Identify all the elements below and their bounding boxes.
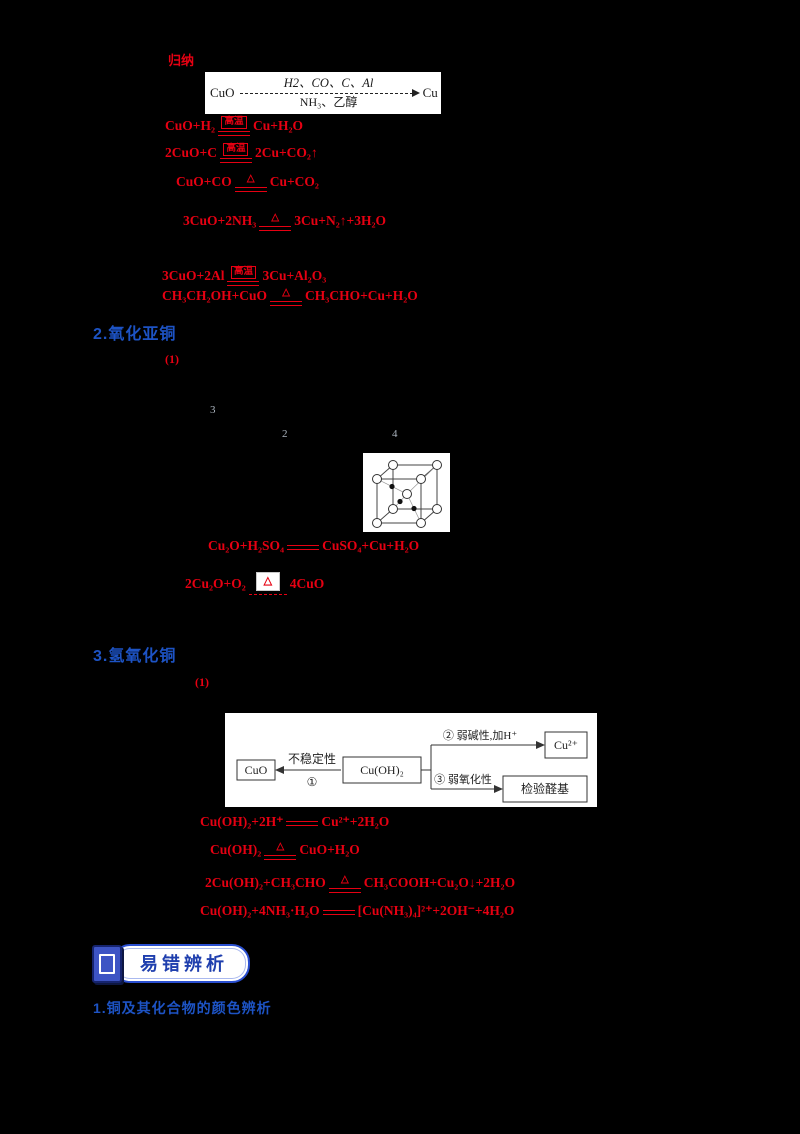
reaction-condition: △ xyxy=(328,874,361,893)
reaction-condition xyxy=(286,819,319,826)
equals-line xyxy=(234,186,267,192)
chemical-equation: Cu(OH)₂ △ CuO+H₂O xyxy=(210,841,360,860)
section-heading-cu2o: 2.氧化亚铜 xyxy=(93,326,177,343)
flowchart-number-1: ① xyxy=(307,775,318,789)
reaction-condition: △ xyxy=(248,572,287,597)
equals-line xyxy=(287,544,320,550)
equation-lhs: 3CuO+2NH₃ xyxy=(183,213,257,229)
flowchart-label-instability: 不稳定性 xyxy=(288,751,336,766)
flowchart-drawing: CuO Cu(OH)₂ Cu²⁺ 检验醛基 不稳定性 ① ② 弱碱性,加H⁺ ③… xyxy=(236,728,588,803)
equation-rhs: Cu+H₂O xyxy=(253,117,303,133)
cu2o-unit-cell-drawing xyxy=(372,460,442,528)
chemical-equation: Cu₂O+H₂SO₄ CuSO₄+Cu+H₂O xyxy=(208,538,419,554)
reduction-diagram: CuO H2、CO、C、Al NH₃、乙醇 Cu xyxy=(205,72,441,114)
section-heading-cuoh2: 3.氢氧化铜 xyxy=(93,648,177,665)
equation-rhs: CuSO₄+Cu+H₂O xyxy=(322,538,420,553)
reducing-agents-label: H2、CO、C、Al xyxy=(283,76,374,91)
error-point-1: 1.铜及其化合物的颜色辨析 xyxy=(93,1000,272,1016)
flowchart-box-cuo: CuO xyxy=(245,763,268,777)
equation-lhs: Cu(OH)₂ xyxy=(210,842,262,858)
diagram-arrow-group: H2、CO、C、Al NH₃、乙醇 xyxy=(239,76,420,109)
diagram-reactant: CuO xyxy=(210,85,235,100)
reaction-condition xyxy=(287,543,320,550)
reaction-condition xyxy=(322,908,355,915)
faint-digit: 4 xyxy=(392,428,398,440)
chemical-equation: 3CuO+2NH₃ △ 3Cu+N₂↑+3H₂O xyxy=(183,212,386,231)
flowchart-label-weak-base: ② 弱碱性,加H⁺ xyxy=(443,728,517,742)
cuoh2-flowchart: CuO Cu(OH)₂ Cu²⁺ 检验醛基 不稳定性 ① ② 弱碱性,加H⁺ ③… xyxy=(225,713,597,807)
equation-lhs: 3CuO+2Al xyxy=(162,267,225,283)
flowchart-label-weak-oxidizer: ③ 弱氧化性 xyxy=(434,772,492,786)
equation-lhs: Cu(OH)₂+4NH₃·H₂O xyxy=(200,903,320,918)
equation-lhs: CuO+H₂ xyxy=(165,117,215,133)
reaction-condition: 高温 xyxy=(219,143,252,163)
equation-rhs: 2Cu+CO₂↑ xyxy=(254,144,318,160)
flowchart-box-aldehyde-test: 检验醛基 xyxy=(521,781,569,796)
chemical-equation: 2CuO+C 高温 2Cu+CO₂↑ xyxy=(165,143,318,163)
special-reducing-agents-label: NH₃、乙醇 xyxy=(299,94,358,109)
equation-lhs: CuO+CO xyxy=(176,174,232,190)
equals-line xyxy=(218,130,250,136)
dashed-arrow xyxy=(239,89,420,98)
crystal-structure-figure xyxy=(363,453,450,532)
equals-line xyxy=(270,300,303,306)
summary-tag: 归纳 xyxy=(168,53,195,68)
chemical-equation: 3CuO+2Al 高温 3Cu+Al₂O₃ xyxy=(162,266,326,286)
equation-lhs: 2Cu₂O+O₂ xyxy=(185,576,246,592)
flowchart-box-cuoh2: Cu(OH)₂ xyxy=(360,763,404,777)
error-analysis-badge: 易错辨析 xyxy=(92,944,250,983)
equation-rhs: Cu+CO₂ xyxy=(269,174,319,190)
equation-rhs: 3Cu+Al₂O₃ xyxy=(262,267,327,283)
equation-lhs: 2CuO+C xyxy=(165,144,217,160)
equation-rhs: CuO+H₂O xyxy=(299,842,360,858)
equation-lhs: Cu(OH)₂+2H⁺ xyxy=(200,814,284,829)
equals-line xyxy=(259,225,292,231)
chemical-equation: CuO+H₂ 高温 Cu+H₂O xyxy=(165,116,303,136)
faint-digit: 2 xyxy=(282,428,288,440)
reaction-condition: △ xyxy=(270,287,303,306)
chemical-equation: CuO+CO △ Cu+CO₂ xyxy=(176,173,319,192)
equals-line xyxy=(322,909,355,915)
chemical-equation: 2Cu(OH)₂+CH₃CHO △ CH₃COOH+Cu₂O↓+2H₂O xyxy=(205,874,515,893)
equation-lhs: 2Cu(OH)₂+CH₃CHO xyxy=(205,875,326,891)
reaction-condition: △ xyxy=(259,212,292,231)
reaction-condition: 高温 xyxy=(218,116,250,136)
chemical-equation: 2Cu₂O+O₂ △ 4CuO xyxy=(185,572,324,597)
equation-lhs: CH₃CH₂OH+CuO xyxy=(162,288,268,304)
equals-line xyxy=(286,820,319,826)
equation-rhs: CH₃CHO+Cu+H₂O xyxy=(305,288,418,304)
equals-line xyxy=(248,593,287,595)
diagram-product: Cu xyxy=(422,85,438,100)
reaction-condition: △ xyxy=(264,841,297,860)
equals-line xyxy=(264,854,297,860)
item-marker: (1) xyxy=(195,675,209,689)
equals-line xyxy=(219,157,252,163)
equals-line xyxy=(227,280,260,286)
reaction-condition: △ xyxy=(234,173,267,192)
equation-rhs: [Cu(NH₃)₄]²⁺+2OH⁻+4H₂O xyxy=(357,903,515,918)
chemical-equation: Cu(OH)₂+4NH₃·H₂O [Cu(NH₃)₄]²⁺+2OH⁻+4H₂O xyxy=(200,903,514,919)
badge-label: 易错辨析 xyxy=(112,944,250,983)
equation-rhs: CH₃COOH+Cu₂O↓+2H₂O xyxy=(363,875,516,891)
flowchart-box-cu2plus: Cu²⁺ xyxy=(554,738,578,752)
equals-line xyxy=(328,887,361,893)
equation-rhs: 3Cu+N₂↑+3H₂O xyxy=(294,213,386,229)
notebook-icon xyxy=(92,944,122,983)
equation-rhs: Cu²⁺+2H₂O xyxy=(321,814,390,829)
chemical-equation: CH₃CH₂OH+CuO △ CH₃CHO+Cu+H₂O xyxy=(162,287,418,306)
faint-digit: 3 xyxy=(210,404,216,416)
reaction-condition: 高温 xyxy=(227,266,260,286)
chemical-equation: Cu(OH)₂+2H⁺ Cu²⁺+2H₂O xyxy=(200,814,389,830)
equation-lhs: Cu₂O+H₂SO₄ xyxy=(208,538,285,553)
item-marker: (1) xyxy=(165,352,179,366)
equation-rhs: 4CuO xyxy=(289,576,325,592)
